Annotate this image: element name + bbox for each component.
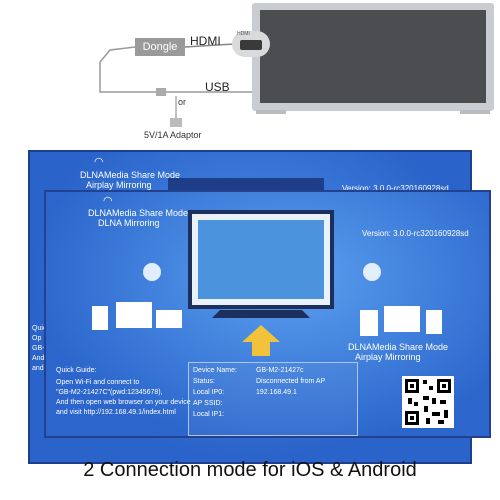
or-label: or — [178, 97, 187, 107]
back-tv-top — [168, 178, 324, 192]
adaptor-label: 5V/1A Adaptor — [144, 130, 202, 140]
back-version: Version: 3.0.0-rc320160928sd — [342, 184, 449, 193]
front-mode-line2: DLNA Mirroring — [98, 218, 160, 228]
connection-diagram — [99, 43, 490, 127]
tv-icon-screen — [198, 220, 324, 299]
usb-plug — [156, 88, 166, 96]
tv-screen — [260, 10, 486, 103]
front-illustration — [92, 210, 442, 356]
guide-line-1: Open Wi-Fi and connect to — [56, 379, 140, 386]
back-partial-4: and — [32, 365, 44, 372]
tablet-icon — [92, 306, 108, 330]
guide-line-4: and visit http://192.168.49.1/index.html — [56, 409, 176, 416]
dongle-cable — [99, 46, 160, 93]
arrow-up-icon — [242, 325, 280, 356]
back-partial-0: Quic — [32, 325, 47, 332]
game-icon — [143, 263, 161, 281]
wifi-icon: ◠ — [94, 156, 104, 168]
front-mode-line1: DLNAMedia Share Mode — [88, 208, 189, 218]
back-partial-1: Op — [32, 335, 42, 342]
wifi-icon: ◠ — [103, 195, 113, 207]
adaptor-plug — [170, 118, 182, 127]
hdmi-label: HDMI — [190, 34, 221, 48]
front-version: Version: 3.0.0-rc320160928sd — [362, 229, 469, 238]
right-mode-line1: DLNAMedia Share Mode — [348, 342, 449, 352]
back-partial-2: GB- — [32, 345, 45, 352]
back-mode-line2: Airplay Mirroring — [86, 180, 152, 190]
phone-icon — [360, 310, 378, 336]
qr-code-icon — [405, 379, 451, 425]
tv-foot-left — [256, 110, 286, 114]
back-partial-3: And — [32, 355, 45, 362]
caption: 2 Connection mode for iOS & Android — [83, 459, 417, 481]
film-icon — [363, 263, 381, 281]
right-mode-line2: Airplay Mirroring — [355, 352, 421, 362]
dongle-device: Dongle — [135, 38, 185, 56]
info-label-status: Status: — [193, 378, 215, 385]
hdmi-port-socket — [240, 40, 262, 50]
tablet-right-icon — [426, 310, 442, 334]
info-value-device-name: GB-M2-21427c — [256, 367, 304, 374]
info-value-local-ip0: 192.168.49.1 — [256, 389, 297, 396]
hdmi-cable — [184, 43, 235, 48]
tv-foot-right — [460, 110, 490, 114]
info-label-ap-ssid: AP SSID: — [193, 400, 223, 407]
info-label-local-ip1: Local IP1: — [193, 411, 225, 418]
monitor-icon — [116, 302, 152, 328]
laptop-icon — [156, 310, 182, 328]
guide-line-3: And then open web browser on your device — [56, 399, 191, 406]
info-label-local-ip0: Local IP0: — [193, 389, 225, 396]
monitor-right-icon — [384, 306, 420, 332]
tv-stand-icon — [212, 310, 310, 318]
qr-code — [402, 376, 454, 428]
guide-line-0: Quick Guide: — [56, 367, 97, 374]
info-label-device-name: Device Name: — [193, 367, 237, 374]
device-info-box — [188, 362, 358, 436]
info-value-status: Disconnected from AP — [256, 378, 326, 385]
guide-line-2: "GB-M2-21427C"(pwd:12345678), — [56, 389, 163, 396]
usb-label: USB — [205, 80, 230, 94]
back-mode-line1: DLNAMedia Share Mode — [80, 170, 181, 180]
hdmi-port-label: HDMI — [237, 31, 250, 37]
